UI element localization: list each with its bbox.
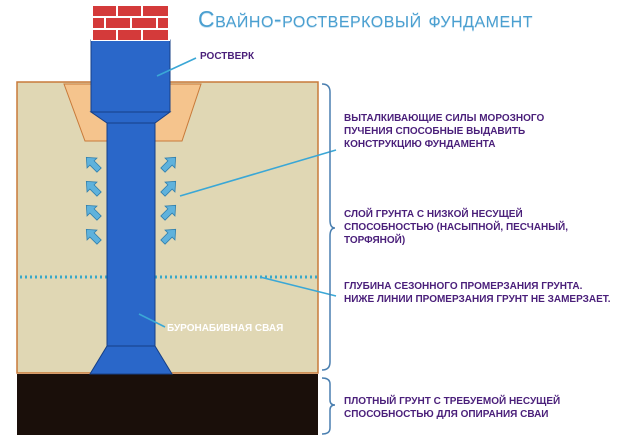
frost-heave-arrows-left (85, 156, 102, 245)
pointer-frost-forces (179, 149, 337, 197)
brick-wall (91, 5, 170, 41)
label-frost-depth: ГЛУБИНА СЕЗОННОГО ПРОМЕРЗАНИЯ ГРУНТА. НИ… (344, 281, 611, 305)
label-rostverk: РОСТВЕРК (200, 51, 255, 62)
label-frost-forces: ВЫТАЛКИВАЮЩИЕ СИЛЫ МОРОЗНОГО ПУЧЕНИЯ СПО… (344, 113, 545, 150)
label-bored-pile: БУРОНАБИВНАЯ СВАЯ (167, 323, 284, 334)
pointer-pile (138, 313, 166, 328)
frost-heave-arrows-right (160, 156, 177, 245)
pointer-frost-depth (259, 276, 337, 297)
label-weak-soil: СЛОЙ ГРУНТА С НИЗКОЙ НЕСУЩЕЙ СПОСОБНОСТЬ… (344, 209, 569, 246)
pile-foot (89, 345, 173, 375)
brace-dense-soil (321, 377, 336, 435)
label-dense-soil: ПЛОТНЫЙ ГРУНТ С ТРЕБУЕМОЙ НЕСУЩЕЙ СПОСОБ… (344, 396, 561, 420)
page-title: Свайно-ростверковый фундамент (198, 6, 533, 32)
pointer-rostverk (156, 57, 197, 77)
grillage-taper (89, 111, 172, 124)
pile-shaft (106, 94, 156, 348)
dense-soil-layer (17, 374, 318, 435)
brace-weak-soil (321, 83, 336, 371)
